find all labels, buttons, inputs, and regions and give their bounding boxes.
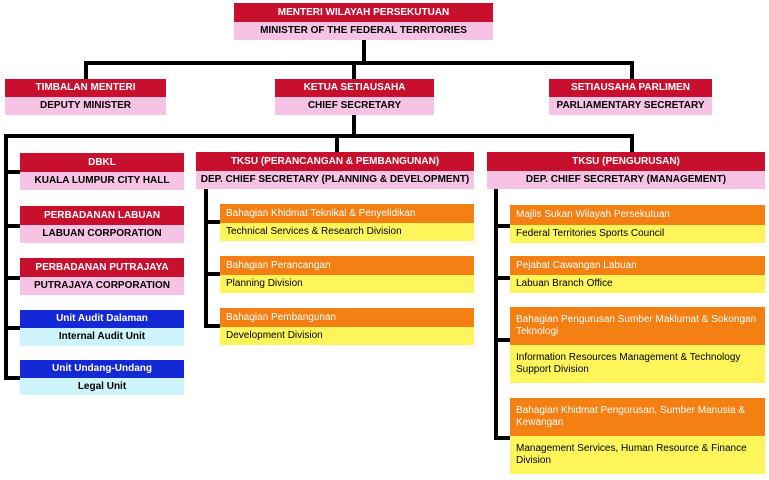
connector-management-spine [494, 188, 498, 440]
management-division-labuan-office-subtitle: Labuan Branch Office [510, 275, 765, 293]
planning-branch-subtitle: DEP. CHIEF SECRETARY (PLANNING & DEVELOP… [196, 171, 474, 189]
connector-chief-down [352, 115, 356, 136]
planning-division-technical-subtitle: Technical Services & Research Division [220, 223, 474, 241]
planning-division-technical: Bahagian Khidmat Teknikal & Penyelidikan… [220, 204, 474, 241]
management-division-info-resources-title: Bahagian Pengurusan Sumber Maklumat & So… [510, 307, 765, 345]
connector-deputy [84, 61, 88, 80]
agency-putrajaya-subtitle: PUTRAJAYA CORPORATION [20, 277, 184, 295]
deputy-minister-box: TIMBALAN MENTERI DEPUTY MINISTER [5, 79, 166, 115]
management-division-labuan-office-title: Pejabat Cawangan Labuan [510, 256, 765, 275]
connector-management-div-2 [494, 276, 510, 280]
management-branch-subtitle: DEP. CHIEF SECRETARY (MANAGEMENT) [487, 171, 765, 189]
planning-branch-box: TKSU (PERANCANGAN & PEMBANGUNAN) DEP. CH… [196, 152, 474, 189]
planning-division-development-title: Bahagian Pembangunan [220, 308, 474, 327]
planning-division-planning: Bahagian Perancangan Planning Division [220, 256, 474, 293]
management-division-info-resources: Bahagian Pengurusan Sumber Maklumat & So… [510, 307, 765, 383]
planning-division-development: Bahagian Pembangunan Development Divisio… [220, 308, 474, 345]
management-division-sports-subtitle: Federal Territories Sports Council [510, 225, 765, 243]
unit-legal-subtitle: Legal Unit [20, 378, 184, 395]
planning-division-development-subtitle: Development Division [220, 327, 474, 345]
chief-secretary-subtitle: CHIEF SECRETARY [275, 97, 434, 115]
management-division-sports: Majlis Sukan Wilayah Persekutuan Federal… [510, 205, 765, 243]
planning-division-planning-subtitle: Planning Division [220, 275, 474, 293]
unit-audit-subtitle: Internal Audit Unit [20, 328, 184, 346]
management-division-hr-finance-title: Bahagian Khidmat Pengurusan, Sumber Manu… [510, 398, 765, 436]
planning-branch-title: TKSU (PERANCANGAN & PEMBANGUNAN) [196, 152, 474, 171]
connector-planning [335, 134, 339, 152]
unit-legal-box: Unit Undang-Undang Legal Unit [20, 360, 184, 395]
agency-labuan-subtitle: LABUAN CORPORATION [20, 225, 184, 243]
management-division-labuan-office: Pejabat Cawangan Labuan Labuan Branch Of… [510, 256, 765, 293]
management-branch-title: TKSU (PENGURUSAN) [487, 152, 765, 171]
connector-parliamentary [630, 61, 634, 80]
connector-planning-spine [204, 188, 208, 328]
management-division-sports-title: Majlis Sukan Wilayah Persekutuan [510, 205, 765, 225]
deputy-minister-title: TIMBALAN MENTERI [5, 79, 166, 97]
unit-audit-box: Unit Audit Dalaman Internal Audit Unit [20, 310, 184, 346]
unit-legal-title: Unit Undang-Undang [20, 360, 184, 378]
parliamentary-secretary-title: SETIAUSAHA PARLIMEN [549, 79, 712, 97]
agency-dbkl-box: DBKL KUALA LUMPUR CITY HALL [20, 153, 184, 190]
minister-subtitle: MINISTER OF THE FEDERAL TERRITORIES [234, 22, 493, 40]
connector-planning-div-3 [204, 324, 220, 328]
connector-chief [352, 61, 356, 80]
chief-secretary-box: KETUA SETIAUSAHA CHIEF SECRETARY [275, 79, 434, 115]
connector-top-bar [84, 61, 632, 65]
planning-division-technical-title: Bahagian Khidmat Teknikal & Penyelidikan [220, 204, 474, 223]
connector-agency-audit [4, 326, 20, 330]
agency-dbkl-subtitle: KUALA LUMPUR CITY HALL [20, 172, 184, 190]
parliamentary-secretary-box: SETIAUSAHA PARLIMEN PARLIAMENTARY SECRET… [549, 79, 712, 115]
management-division-info-resources-subtitle: Information Resources Management & Techn… [510, 345, 765, 383]
connector-minister-down [362, 40, 366, 63]
connector-agencies-spine [4, 134, 8, 380]
connector-management [630, 134, 634, 152]
unit-audit-title: Unit Audit Dalaman [20, 310, 184, 328]
management-division-hr-finance: Bahagian Khidmat Pengurusan, Sumber Manu… [510, 398, 765, 474]
management-division-hr-finance-subtitle: Management Services, Human Resource & Fi… [510, 436, 765, 474]
connector-agency-putrajaya [4, 276, 20, 280]
connector-management-div-3 [494, 338, 510, 342]
planning-division-planning-title: Bahagian Perancangan [220, 256, 474, 275]
agency-putrajaya-box: PERBADANAN PUTRAJAYA PUTRAJAYA CORPORATI… [20, 258, 184, 295]
minister-title: MENTERI WILAYAH PERSEKUTUAN [234, 3, 493, 22]
connector-agency-dbkl [4, 170, 20, 174]
agency-dbkl-title: DBKL [20, 153, 184, 172]
connector-planning-div-2 [204, 272, 220, 276]
connector-mid-bar [4, 134, 632, 138]
chief-secretary-title: KETUA SETIAUSAHA [275, 79, 434, 97]
management-branch-box: TKSU (PENGURUSAN) DEP. CHIEF SECRETARY (… [487, 152, 765, 189]
connector-agency-labuan [4, 224, 20, 228]
agency-labuan-box: PERBADANAN LABUAN LABUAN CORPORATION [20, 206, 184, 243]
minister-box: MENTERI WILAYAH PERSEKUTUAN MINISTER OF … [234, 3, 493, 40]
connector-management-div-4 [494, 436, 510, 440]
connector-management-div-1 [494, 224, 510, 228]
parliamentary-secretary-subtitle: PARLIAMENTARY SECRETARY [549, 97, 712, 115]
connector-planning-div-1 [204, 220, 220, 224]
deputy-minister-subtitle: DEPUTY MINISTER [5, 97, 166, 115]
connector-agency-legal [4, 376, 20, 380]
agency-labuan-title: PERBADANAN LABUAN [20, 206, 184, 225]
agency-putrajaya-title: PERBADANAN PUTRAJAYA [20, 258, 184, 277]
